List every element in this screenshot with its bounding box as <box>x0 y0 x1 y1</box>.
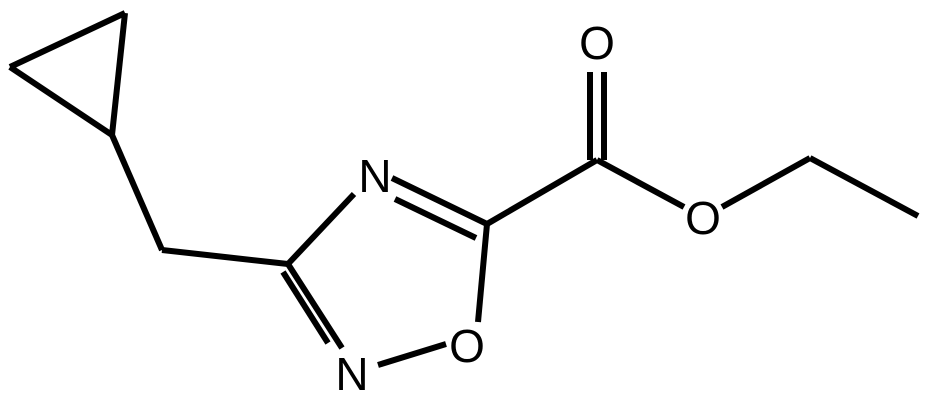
bond-cp-left <box>8 64 114 138</box>
atom-label-ester-o: O <box>685 192 721 244</box>
atom-label-n4: N <box>358 150 391 202</box>
atom-label-n2: N <box>335 348 368 396</box>
bond-o-ch2 <box>720 155 812 210</box>
cyclopropyl-ring <box>8 10 128 138</box>
bond-n4-c5-outer <box>390 175 489 227</box>
atom-label-o1: O <box>449 320 485 372</box>
bond-cp-top <box>8 10 127 70</box>
bond-c5-o1 <box>475 223 490 323</box>
bond-n4-c5-inner <box>393 196 478 241</box>
bond-cp-right <box>109 12 128 136</box>
bond-n2-c3-inner <box>280 270 331 345</box>
bond-ch2-c3 <box>161 247 289 267</box>
oxadiazole-ring <box>280 175 490 368</box>
bond-n2-c3-outer <box>285 262 345 350</box>
bond-ch2-ch3 <box>808 155 920 219</box>
atom-label-carbonyl-o: O <box>579 17 615 69</box>
bond-cp-ch2 <box>109 133 165 252</box>
bond-c3-n4 <box>285 191 357 267</box>
bond-o1-n2 <box>377 341 447 368</box>
bond-carbonyl-o-ester <box>595 157 686 210</box>
bond-c5-carbonyl <box>485 157 599 227</box>
